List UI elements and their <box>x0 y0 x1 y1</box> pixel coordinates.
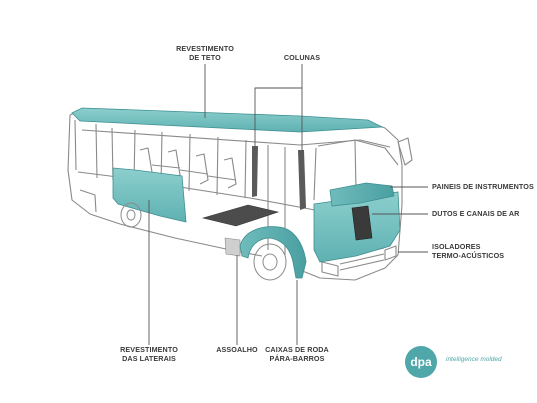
wheel-arch-part <box>239 226 307 279</box>
side-panels-part <box>112 167 187 223</box>
duct-part <box>351 205 373 241</box>
label-floor: ASSOALHO <box>216 345 258 354</box>
label-side-panels: REVESTIMENTO DAS LATERAIS <box>120 345 178 363</box>
rear-wheel <box>120 202 142 228</box>
dashboard-part <box>329 182 395 207</box>
dpa-logo-mark: dpa <box>405 346 437 378</box>
logo-mark-text: dpa <box>410 355 432 369</box>
label-air-ducts: DUTOS E CANAIS DE AR <box>432 209 520 218</box>
front-wheel <box>253 243 287 281</box>
dpa-logo: dpa <box>404 345 438 379</box>
label-columns: COLUNAS <box>283 53 321 62</box>
column-part-1 <box>252 146 258 197</box>
label-wheel-arches: CAIXAS DE RODA PÁRA-BARROS <box>265 345 329 363</box>
label-instrument-panels: PAINEIS DE INSTRUMENTOS <box>432 182 534 191</box>
floor-part <box>201 204 280 227</box>
leader-lines <box>148 64 428 345</box>
logo-tagline: intelligence molded <box>446 356 502 363</box>
roof-lining-part <box>71 107 384 133</box>
label-roof-lining: REVESTIMENTO DE TETO <box>176 44 234 62</box>
label-insulators: ISOLADORES TERMO-ACÚSTICOS <box>432 242 505 260</box>
column-part-2 <box>298 150 306 210</box>
